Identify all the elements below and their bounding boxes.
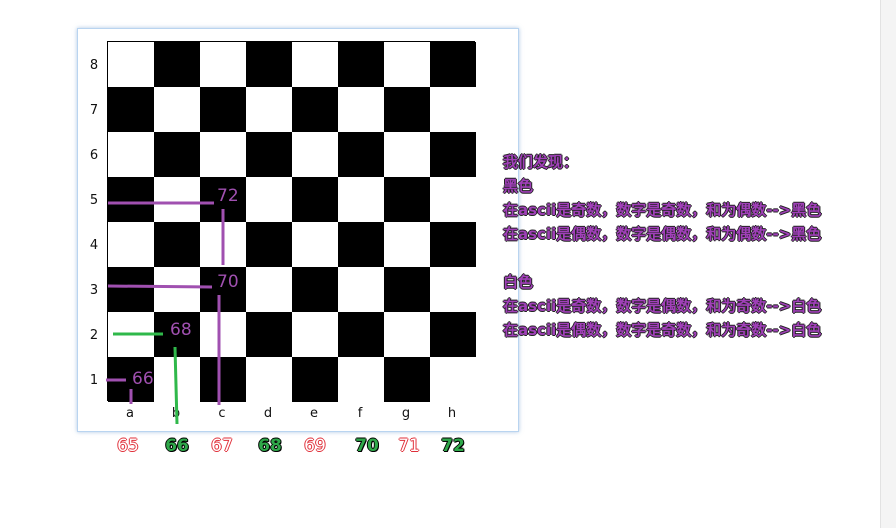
file-label-b: b: [171, 406, 181, 421]
square-b8: [154, 42, 200, 87]
square-a8: [108, 42, 154, 87]
ascii-code-e: 69: [304, 436, 326, 456]
square-d7: [246, 87, 292, 132]
file-label-g: g: [401, 406, 411, 421]
rank-label-2: 2: [89, 328, 99, 343]
ascii-code-g: 71: [398, 436, 420, 456]
square-h1: [430, 357, 476, 402]
square-b6: [154, 132, 200, 177]
square-h6: [430, 132, 476, 177]
rank-label-6: 6: [89, 148, 99, 163]
square-a3: [108, 267, 154, 312]
rank-label-8: 8: [89, 58, 99, 73]
file-label-d: d: [263, 406, 273, 421]
square-c8: [200, 42, 246, 87]
square-e8: [292, 42, 338, 87]
file-label-h: h: [447, 406, 457, 421]
square-f3: [338, 267, 384, 312]
square-f8: [338, 42, 384, 87]
square-b7: [154, 87, 200, 132]
square-b1: [154, 357, 200, 402]
square-d8: [246, 42, 292, 87]
ascii-code-c: 67: [211, 436, 233, 456]
annotation-b2-value: 68: [170, 320, 192, 340]
square-b3: [154, 267, 200, 312]
square-f5: [338, 177, 384, 222]
square-c7: [200, 87, 246, 132]
file-label-a: a: [126, 406, 134, 421]
file-label-c: c: [218, 406, 226, 421]
annotation-c5-value: 72: [217, 186, 239, 206]
square-c3: [200, 267, 246, 312]
square-d4: [246, 222, 292, 267]
square-h3: [430, 267, 476, 312]
ascii-code-b: 66: [165, 436, 189, 456]
square-e6: [292, 132, 338, 177]
ascii-code-f: 70: [355, 436, 379, 456]
square-h7: [430, 87, 476, 132]
square-h8: [430, 42, 476, 87]
square-g5: [384, 177, 430, 222]
rank-label-1: 1: [89, 373, 99, 388]
square-g7: [384, 87, 430, 132]
square-a5: [108, 177, 154, 222]
square-e7: [292, 87, 338, 132]
square-e4: [292, 222, 338, 267]
square-a4: [108, 222, 154, 267]
square-d5: [246, 177, 292, 222]
square-f7: [338, 87, 384, 132]
square-b5: [154, 177, 200, 222]
square-c1: [200, 357, 246, 402]
square-c2: [200, 312, 246, 357]
square-h2: [430, 312, 476, 357]
square-a6: [108, 132, 154, 177]
rank-label-5: 5: [89, 193, 99, 208]
square-h4: [430, 222, 476, 267]
rank-label-3: 3: [89, 283, 99, 298]
square-f2: [338, 312, 384, 357]
square-g2: [384, 312, 430, 357]
square-e2: [292, 312, 338, 357]
square-f1: [338, 357, 384, 402]
square-a2: [108, 312, 154, 357]
annotation-c3-value: 70: [217, 272, 239, 292]
notes-white-line-2: 在ascii是偶数，数字是奇数，和为奇数-->白色: [503, 321, 822, 339]
ascii-code-a: 65: [117, 436, 139, 456]
square-g4: [384, 222, 430, 267]
ascii-code-h: 72: [441, 436, 465, 456]
notes-black-title: 黑色: [503, 177, 534, 195]
vertical-scrollbar[interactable]: [880, 0, 896, 528]
square-d6: [246, 132, 292, 177]
square-h5: [430, 177, 476, 222]
annotation-a1-value: 66: [132, 369, 154, 389]
file-label-e: e: [310, 406, 318, 421]
square-f6: [338, 132, 384, 177]
square-d1: [246, 357, 292, 402]
rank-label-7: 7: [89, 103, 99, 118]
square-d3: [246, 267, 292, 312]
square-e3: [292, 267, 338, 312]
square-g6: [384, 132, 430, 177]
square-f4: [338, 222, 384, 267]
square-g1: [384, 357, 430, 402]
notes-white-title: 白色: [503, 273, 534, 291]
ascii-code-d: 68: [258, 436, 282, 456]
square-c4: [200, 222, 246, 267]
square-g8: [384, 42, 430, 87]
square-c6: [200, 132, 246, 177]
square-b4: [154, 222, 200, 267]
rank-label-4: 4: [89, 238, 99, 253]
notes-black-line-2: 在ascii是偶数，数字是偶数，和为偶数-->黑色: [503, 225, 822, 243]
chessboard: [107, 41, 476, 402]
notes-black-line-1: 在ascii是奇数，数字是奇数，和为偶数-->黑色: [503, 201, 822, 219]
square-e1: [292, 357, 338, 402]
file-label-f: f: [357, 406, 363, 421]
square-e5: [292, 177, 338, 222]
square-d2: [246, 312, 292, 357]
notes-white-line-1: 在ascii是奇数，数字是偶数，和为奇数-->白色: [503, 297, 822, 315]
square-a7: [108, 87, 154, 132]
notes-heading: 我们发现：: [503, 153, 579, 171]
square-g3: [384, 267, 430, 312]
